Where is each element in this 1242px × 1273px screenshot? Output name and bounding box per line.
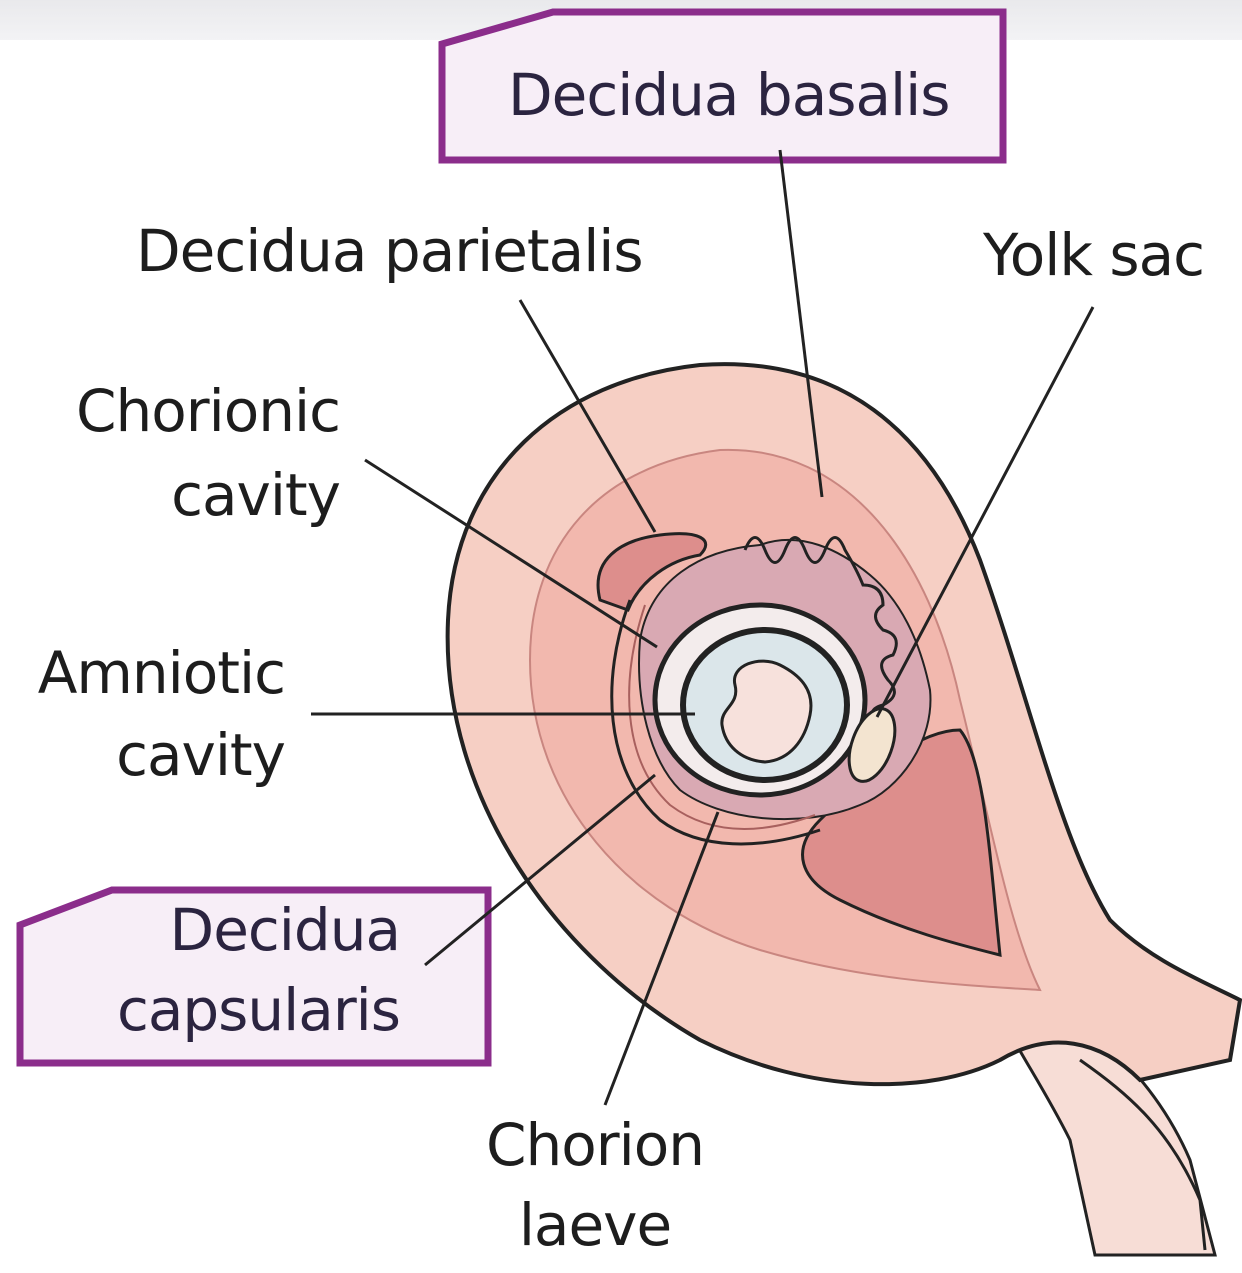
label-amniotic-cavity-line1: Amniotic bbox=[0, 640, 285, 706]
label-chorion-laeve-line1: Chorion bbox=[445, 1112, 745, 1178]
label-decidua-capsularis-line2: capsularis bbox=[30, 977, 400, 1043]
label-decidua-parietalis: Decidua parietalis bbox=[136, 218, 643, 284]
label-amniotic-cavity-line2: cavity bbox=[0, 722, 285, 788]
label-decidua-capsularis-line1: Decidua bbox=[30, 897, 400, 963]
label-chorionic-cavity-line1: Chorionic bbox=[30, 378, 340, 444]
label-chorion-laeve-line2: laeve bbox=[445, 1192, 745, 1258]
label-yolk-sac: Yolk sac bbox=[983, 222, 1204, 288]
label-decidua-basalis: Decidua basalis bbox=[508, 62, 949, 128]
label-chorionic-cavity-line2: cavity bbox=[30, 462, 340, 528]
